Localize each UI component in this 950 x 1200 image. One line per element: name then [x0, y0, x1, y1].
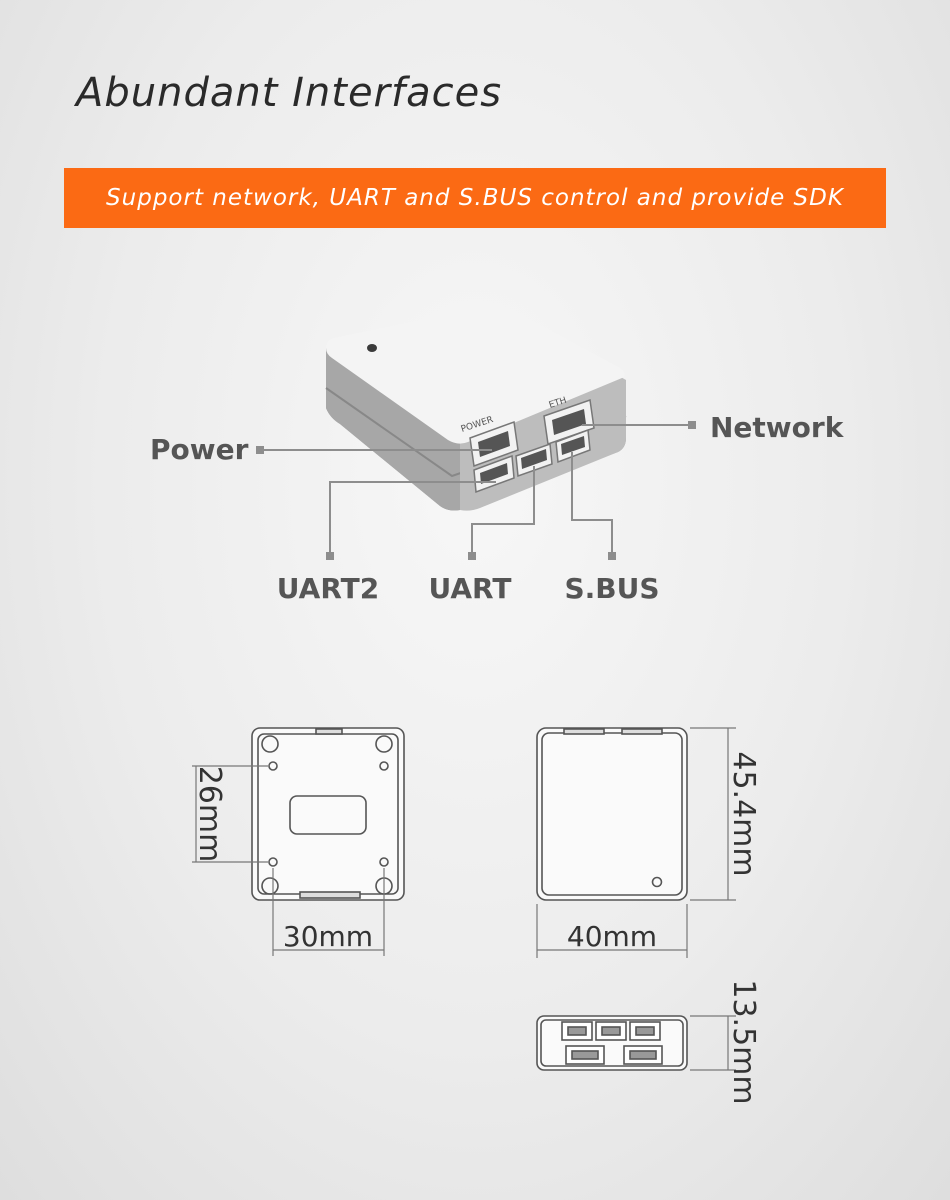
- port-sbus: [555, 428, 591, 464]
- device-render: ETH POWER: [325, 305, 627, 511]
- callout-uart2: UART2: [277, 572, 379, 605]
- side-view-dim-lines: [690, 1015, 736, 1071]
- top-view-drawing: [536, 727, 688, 901]
- top-view-dim-lines: [536, 727, 736, 958]
- callout-lines: [262, 424, 692, 556]
- leader-line-uart2: [329, 481, 496, 556]
- bottom-view-dim-lines: [192, 765, 385, 956]
- bottom-view-drawing: [251, 727, 405, 901]
- leader-line-sbus: [571, 452, 613, 556]
- callout-sbus: S.BUS: [564, 572, 659, 605]
- banner-text: Support network, UART and S.BUS control …: [106, 185, 844, 211]
- callout-network: Network: [710, 411, 845, 444]
- dim-bottom-width: 30mm: [283, 920, 373, 953]
- feature-banner: Support network, UART and S.BUS control …: [64, 168, 886, 228]
- side-view-drawing: [536, 1015, 688, 1071]
- dim-top-width: 40mm: [567, 920, 657, 953]
- callout-power: Power: [150, 433, 249, 466]
- dim-top-height: 45.4mm: [726, 751, 761, 876]
- callout-uart: UART: [429, 572, 512, 605]
- dim-bottom-height: 26mm: [192, 766, 227, 863]
- leader-line-uart: [471, 466, 535, 556]
- dim-side-thickness: 13.5mm: [726, 979, 761, 1104]
- port-uart: [515, 442, 553, 478]
- page-title: Abundant Interfaces: [76, 70, 503, 116]
